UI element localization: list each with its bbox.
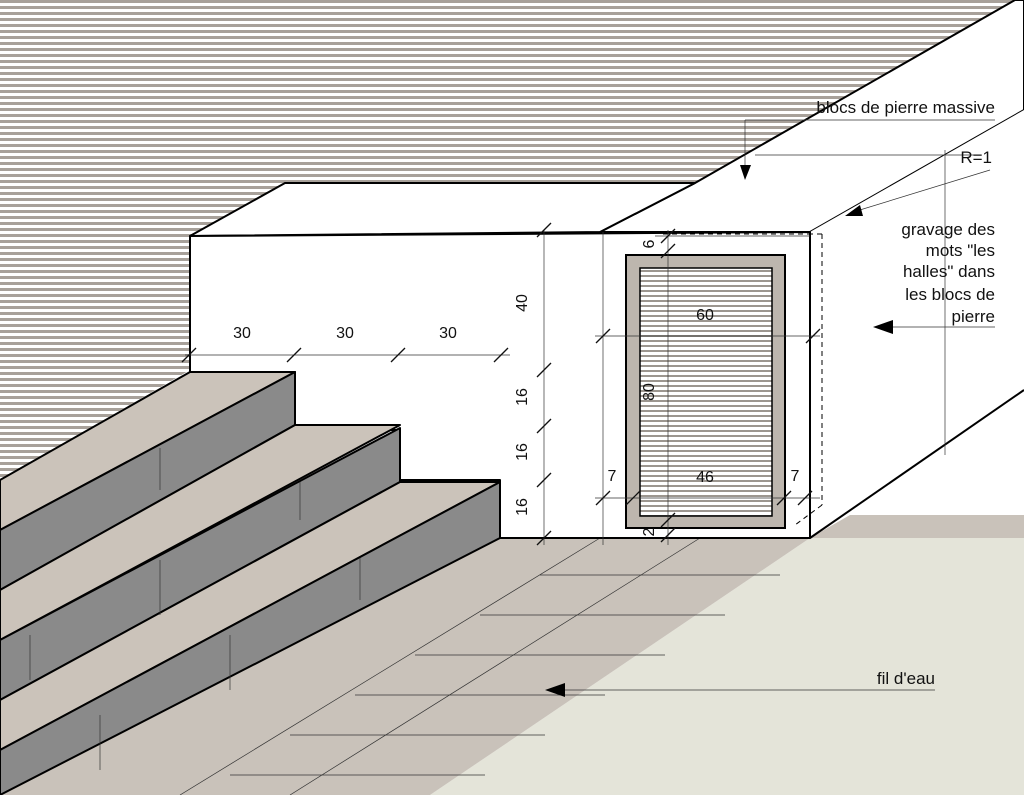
label-engraving-line-5: pierre	[952, 307, 995, 326]
dim-riser-1: 16	[514, 388, 531, 406]
engraving-outline	[663, 233, 823, 526]
dim-step-depth-1: 30	[233, 325, 251, 342]
dim-panel-inner-width: 46	[696, 469, 714, 486]
stone-block-slope	[810, 110, 1024, 538]
dim-panel-width: 60	[696, 307, 714, 324]
label-radius: R=1	[960, 148, 992, 167]
arrow-left-icon	[873, 320, 893, 334]
dim-step-depth-2: 30	[336, 325, 354, 342]
dim-panel-bottom-margin: 2	[641, 527, 658, 536]
dim-panel-height: 80	[641, 383, 658, 401]
lawn-area	[430, 538, 1024, 795]
dimension-ticks	[181, 222, 821, 546]
label-engraving-line-1: gravage des	[901, 220, 995, 239]
dim-panel-top-margin: 6	[641, 239, 658, 248]
arrow-icons	[545, 165, 893, 697]
wall-top	[189, 182, 696, 237]
label-engraving-line-3: halles" dans	[903, 262, 995, 281]
dim-panel-side-left: 7	[608, 468, 617, 485]
lawn-edge-strip	[810, 515, 1024, 538]
dim-panel-side-right: 7	[791, 468, 800, 485]
dim-step-depth-3: 30	[439, 325, 457, 342]
label-massive-blocks: blocs de pierre massive	[816, 98, 995, 117]
dim-riser-3: 16	[514, 498, 531, 516]
label-engraving-line-4: les blocs de	[905, 285, 995, 304]
dim-wall-top-height: 40	[514, 294, 531, 312]
engraved-panel	[639, 267, 773, 517]
label-engraving-line-2: mots "les	[926, 241, 995, 260]
paving-joints	[179, 537, 780, 795]
step-3-riser	[0, 481, 501, 795]
arrow-down-icon	[740, 165, 751, 180]
steps	[0, 371, 501, 795]
dim-riser-2: 16	[514, 443, 531, 461]
dimension-lines	[185, 119, 995, 691]
label-water-line: fil d'eau	[877, 669, 935, 688]
arrow-left-icon	[545, 683, 565, 697]
arrow-left-icon	[845, 205, 863, 216]
